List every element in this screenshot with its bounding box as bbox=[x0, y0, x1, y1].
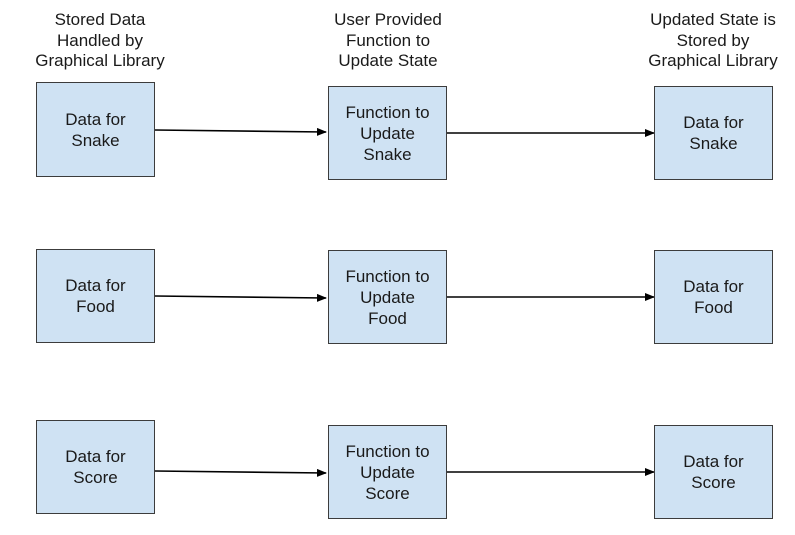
box-line: Data for bbox=[65, 276, 126, 295]
box-line: Score bbox=[691, 473, 736, 492]
box-line: Food bbox=[368, 308, 407, 328]
box-score-function: Function to Update Score bbox=[328, 425, 447, 519]
header-line: Update State bbox=[338, 51, 438, 70]
header-line: Stored by bbox=[676, 30, 750, 50]
box-line: Function to bbox=[345, 102, 430, 122]
box-line: Update bbox=[360, 123, 415, 143]
box-line: Data for bbox=[65, 109, 126, 129]
box-food-data: Data for Food bbox=[36, 249, 155, 343]
box-line: Data for bbox=[683, 277, 744, 296]
box-score-data: Data for Score bbox=[36, 420, 155, 514]
arrow-snake-to-function bbox=[154, 127, 327, 136]
header-line: User Provided bbox=[334, 10, 442, 29]
box-score-updated: Data for Score bbox=[654, 425, 773, 519]
header-user-function: User Provided Function to Update State bbox=[278, 10, 498, 72]
header-stored-data: Stored Data Handled by Graphical Library bbox=[0, 10, 210, 72]
box-line: Food bbox=[76, 297, 115, 316]
header-line: Updated State is bbox=[650, 10, 776, 29]
box-snake-function: Function to Update Snake bbox=[328, 86, 447, 180]
box-line: Data for bbox=[683, 113, 744, 132]
box-snake-updated: Data for Snake bbox=[654, 86, 773, 180]
box-line: Update bbox=[360, 287, 415, 307]
header-line: Function to bbox=[345, 30, 431, 50]
box-line: Snake bbox=[363, 144, 412, 164]
header-line: Graphical Library bbox=[648, 51, 778, 70]
box-snake-data: Data for Snake bbox=[36, 82, 155, 177]
box-line: Data for bbox=[65, 447, 126, 466]
box-line: Data for bbox=[683, 452, 744, 471]
box-line: Function to bbox=[345, 266, 430, 286]
box-line: Food bbox=[694, 298, 733, 317]
box-line: Update bbox=[360, 462, 415, 482]
box-line: Function to bbox=[345, 441, 430, 461]
box-line: Snake bbox=[71, 130, 120, 150]
box-line: Snake bbox=[689, 134, 738, 153]
header-line: Handled by bbox=[56, 30, 143, 50]
header-line: Graphical Library bbox=[35, 51, 165, 70]
box-line: Score bbox=[365, 483, 410, 503]
arrow-score-to-function bbox=[154, 468, 327, 477]
header-line: Stored Data bbox=[54, 10, 146, 29]
arrow-food-to-function bbox=[154, 293, 327, 302]
box-line: Score bbox=[73, 468, 118, 487]
header-updated-state: Updated State is Stored by Graphical Lib… bbox=[603, 10, 795, 72]
box-food-updated: Data for Food bbox=[654, 250, 773, 344]
box-food-function: Function to Update Food bbox=[328, 250, 447, 344]
